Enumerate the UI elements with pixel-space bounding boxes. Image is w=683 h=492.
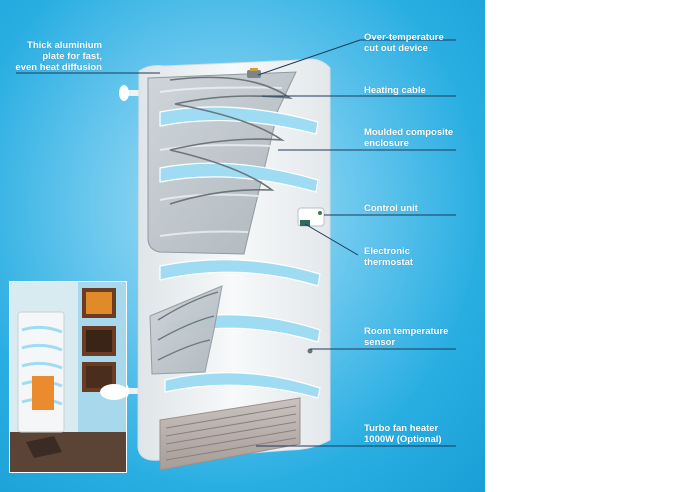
label-room-sensor: Room temperature sensor: [364, 326, 449, 348]
label-aluminium-plate: Thick aluminium plate for fast, even hea…: [15, 40, 102, 73]
leader-overtemp: [257, 39, 456, 76]
label-turbo-fan: Turbo fan heater 1000W (Optional): [364, 423, 442, 445]
label-heating-cable: Heating cable: [364, 85, 426, 96]
inset-shelves: [82, 288, 116, 392]
label-thermostat: Electronic thermostat: [364, 246, 414, 268]
room-sensor-dot: [307, 348, 313, 354]
control-unit-box: [297, 207, 325, 227]
diagram-panel: Thick aluminium plate for fast, even hea…: [0, 0, 485, 492]
leader-thermostat: [304, 223, 359, 256]
lower-plate-section: [149, 285, 223, 375]
radiator-illustration: [16, 39, 456, 471]
inset-stool: [26, 436, 62, 458]
heating-cable-lower: [157, 291, 219, 361]
inset-radiator: [17, 311, 65, 433]
label-enclosure: Moulded composite enclosure: [364, 127, 454, 149]
label-control-unit: Control unit: [364, 203, 418, 214]
label-over-temperature: Over-temperature cut out device: [364, 32, 444, 54]
wall-bracket-top: [119, 85, 142, 101]
inset-sink: [100, 384, 126, 400]
bathroom-inset-photo: [9, 281, 127, 473]
leader-lines: [16, 39, 456, 447]
turbo-fan-heater: [159, 397, 301, 471]
plate-ribs: [159, 86, 283, 237]
bathroom-scene: [10, 282, 126, 472]
heating-cable: [169, 76, 293, 205]
over-temperature-device: [247, 68, 261, 78]
